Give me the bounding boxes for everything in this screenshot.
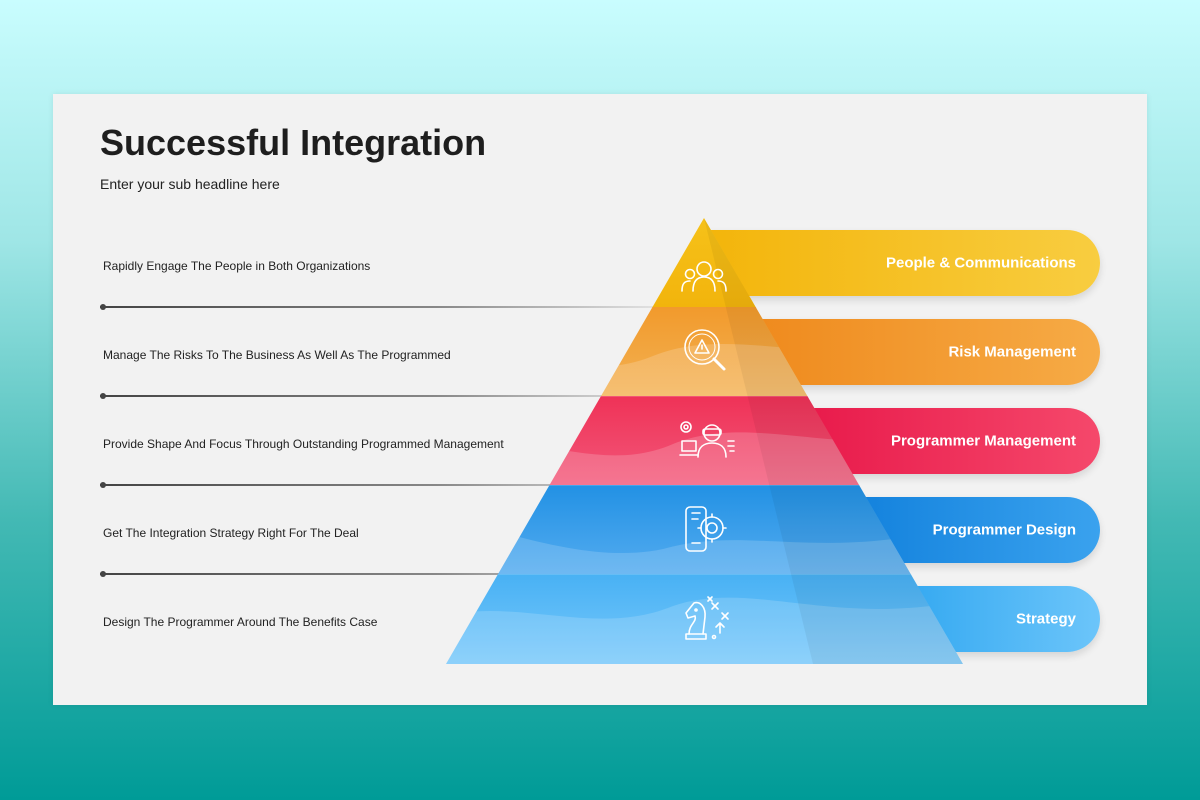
page-title: Successful Integration (100, 122, 487, 163)
connector-dot (100, 393, 106, 399)
level-2-connector-line (100, 393, 660, 399)
level-4-description: Get The Integration Strategy Right For T… (103, 526, 359, 540)
level-3-label: Programmer Management (890, 432, 1076, 450)
level-1-pill: People & Communications (708, 230, 1100, 296)
programmer-gear-icon (679, 421, 735, 458)
level-2-label: Risk Management (948, 343, 1076, 361)
risk-warning-magnifier-icon (684, 329, 726, 371)
level-1-description: Rapidly Engage The People in Both Organi… (103, 259, 371, 273)
band-3-wave (446, 432, 963, 486)
pyramid-diagram (446, 218, 963, 664)
sub-headline: Enter your sub headline here (100, 176, 280, 192)
pyramid-side-shade (704, 218, 963, 664)
level-4-label: Programmer Design (932, 521, 1076, 539)
level-3-pill: Programmer Management (798, 408, 1100, 474)
slide: Successful Integration Enter your sub he… (53, 94, 1147, 705)
band-4-wave (446, 514, 963, 575)
level-3-description: Provide Shape And Focus Through Outstand… (103, 437, 504, 451)
level-5-description: Design The Programmer Around The Benefit… (103, 615, 378, 629)
level-5-label: Strategy (1015, 610, 1076, 628)
level-2-description: Manage The Risks To The Business As Well… (103, 348, 451, 362)
connector-dot (100, 304, 106, 310)
level-3-connector-line (100, 482, 660, 488)
pyramid-band-1 (446, 218, 963, 308)
level-1-label: People & Communications (885, 254, 1076, 272)
level-1-connector-line (100, 304, 660, 310)
chess-knight-strategy-icon (685, 596, 729, 640)
mobile-app-gear-icon (685, 506, 727, 552)
level-4-connector-line (100, 571, 660, 577)
connector-dot (100, 571, 106, 577)
band-2-wave (446, 344, 963, 397)
team-people-icon (681, 261, 727, 292)
level-2-pill: Risk Management (753, 319, 1100, 385)
connector-dot (100, 482, 106, 488)
